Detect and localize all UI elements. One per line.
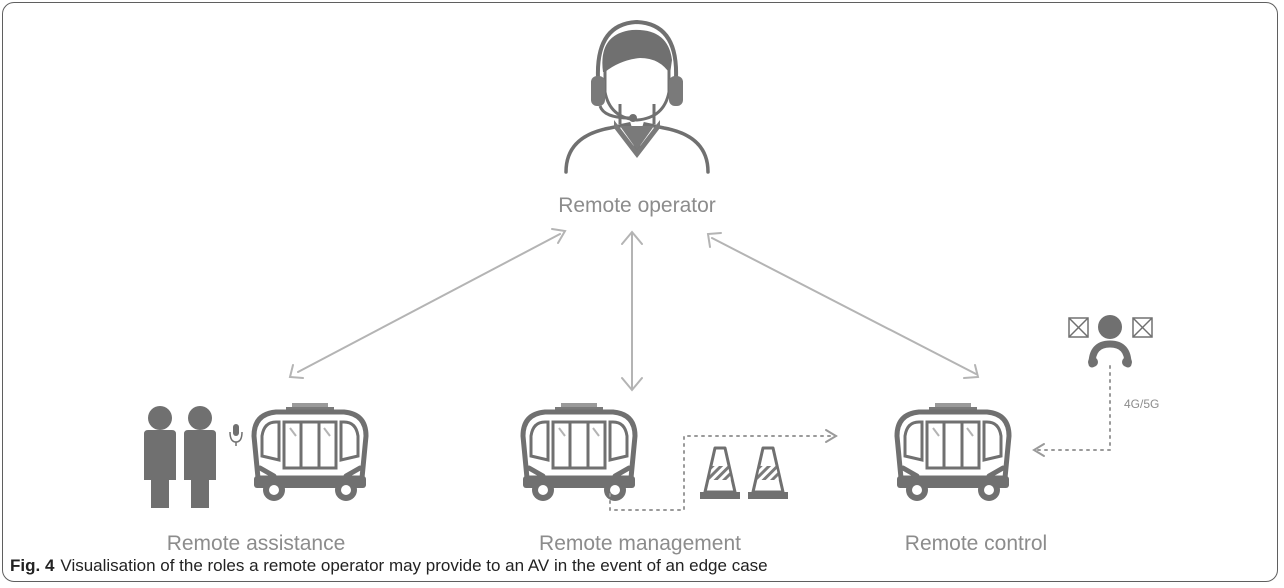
assistance-person-icon-2 — [184, 406, 216, 508]
assistance-vehicle-icon — [254, 403, 366, 501]
figure-caption: Fig. 4 Visualisation of the roles a remot… — [10, 556, 768, 576]
assistance-person-icon-1 — [144, 406, 176, 508]
network-link-dotted — [1032, 365, 1111, 457]
traffic-cone-icon-2 — [746, 446, 790, 501]
management-vehicle-icon — [523, 403, 635, 501]
remote-control-label: Remote control — [904, 532, 1048, 555]
microphone-icon — [229, 424, 243, 446]
route-path-dotted — [609, 429, 838, 511]
network-label: 4G/5G — [1124, 397, 1160, 411]
link-assistance-arrow — [288, 228, 567, 379]
control-vehicle-icon — [897, 403, 1009, 501]
link-management-arrow — [621, 230, 643, 392]
remote-operator-icon — [564, 19, 710, 174]
remote-management-label: Remote management — [539, 532, 741, 555]
caption-text: Visualisation of the roles a remote oper… — [60, 556, 768, 575]
remote-operator-label: Remote operator — [558, 194, 716, 217]
remote-driver-icon — [1068, 315, 1153, 368]
link-control-arrow — [706, 232, 980, 379]
figure-number: Fig. 4 — [10, 556, 55, 575]
remote-assistance-label: Remote assistance — [166, 532, 346, 555]
traffic-cone-icon-1 — [698, 446, 742, 501]
